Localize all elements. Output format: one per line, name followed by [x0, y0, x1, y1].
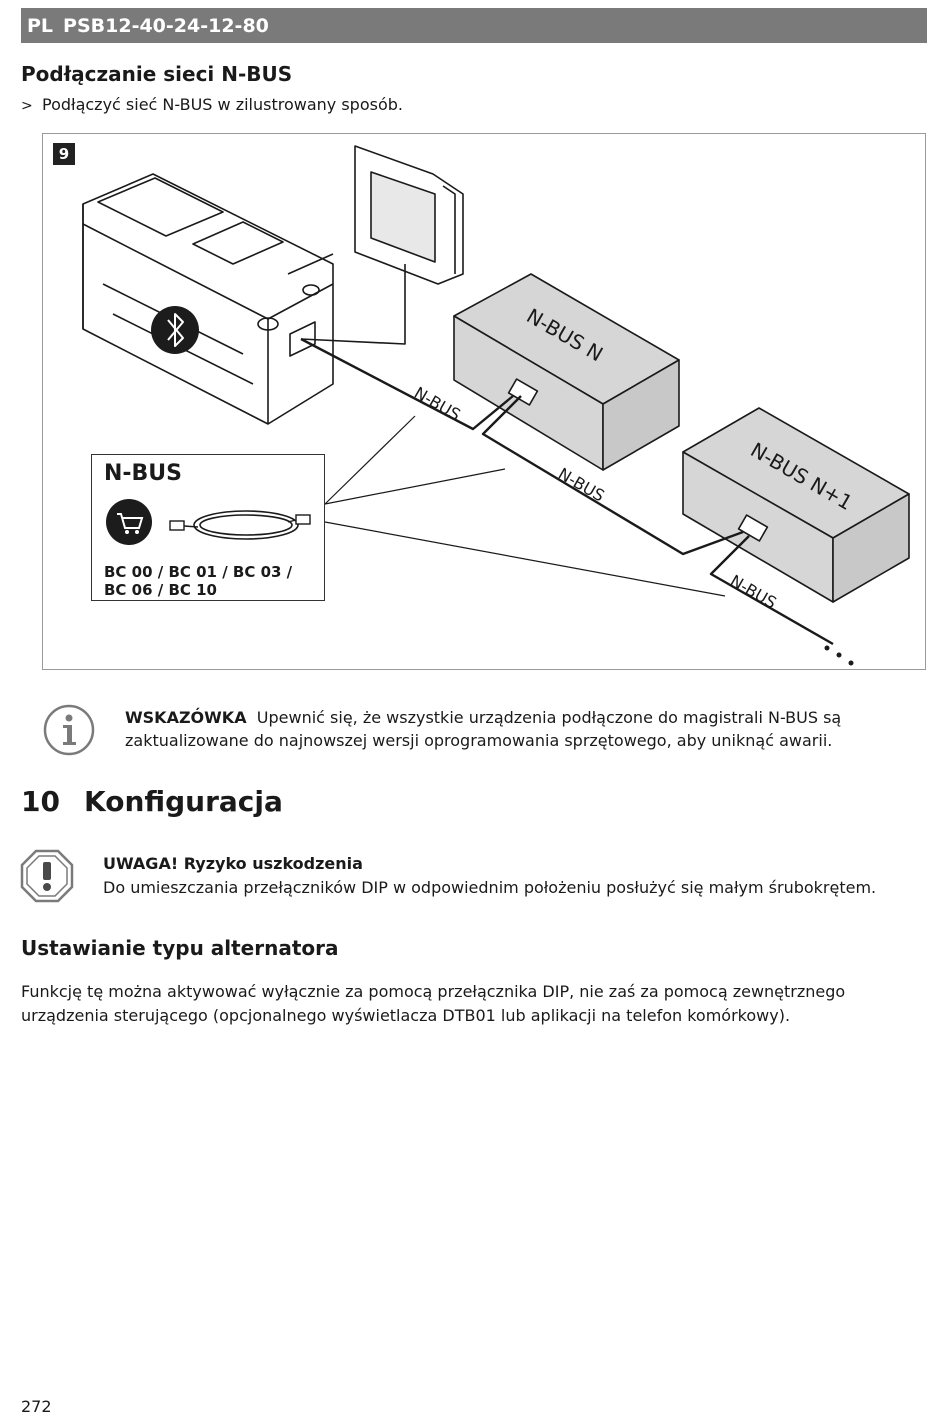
cable-illustration: [169, 510, 311, 540]
battery-illustration: [82, 173, 334, 425]
page-number: 272: [21, 1397, 52, 1416]
info-icon: [43, 704, 95, 756]
cable-3: [709, 535, 834, 646]
callout-title: N-BUS: [104, 461, 183, 486]
instruction-step: > Podłączyć sieć N-BUS w zilustrowany sp…: [21, 95, 403, 117]
chapter-heading: 10 Konfiguracja: [21, 785, 283, 818]
cable-1: [300, 337, 514, 431]
nbus-cable-callout: N-BUS BC 00 / BC 01 / BC 03 / BC 06 / BC…: [91, 454, 325, 601]
figure-nbus-connection: 9: [42, 133, 926, 670]
codes-line-2: BC 06 / BC 10: [104, 581, 217, 599]
note-text: WSKAZÓWKA Upewnić się, że wszystkie urzą…: [125, 706, 915, 752]
alternator-paragraph: Funkcję tę można aktywować wyłącznie za …: [21, 982, 846, 1025]
nbus-box-n1: [682, 407, 910, 603]
note-body: Upewnić się, że wszystkie urządzenia pod…: [125, 708, 842, 750]
nbus-box-n: [453, 273, 680, 471]
figure-number: 9: [53, 143, 75, 165]
cable-label-3: N-BUS: [727, 571, 780, 612]
warning-title: UWAGA! Ryzyko uszkodzenia: [103, 854, 363, 873]
compatible-codes: BC 00 / BC 01 / BC 03 / BC 06 / BC 10: [104, 563, 292, 599]
hint-note: WSKAZÓWKA Upewnić się, że wszystkie urzą…: [42, 703, 922, 759]
shopping-cart-icon: [106, 499, 152, 545]
chapter-title: Konfiguracja: [84, 785, 283, 818]
instruction-text: Podłączyć sieć N-BUS w zilustrowany spos…: [42, 95, 403, 114]
warning-icon: [20, 849, 74, 903]
warning-text: Do umieszczania przełączników DIP w odpo…: [103, 878, 877, 897]
model-number: PSB12-40-24-12-80: [63, 14, 269, 37]
cable-label-1: N-BUS: [411, 383, 464, 424]
language-code: PL: [27, 14, 54, 37]
cable-2: [481, 395, 744, 556]
section-title-nbus: Podłączanie sieci N-BUS: [21, 62, 293, 86]
display-cable: [300, 264, 406, 345]
chapter-number: 10: [21, 785, 60, 818]
nbus-diagram: N-BUS N N-BUS N+1 N-BUS N-BUS N-BUS: [82, 145, 910, 666]
bullet-chevron: >: [21, 98, 33, 114]
header-bar: PL PSB12-40-24-12-80: [21, 8, 927, 43]
display-device: [354, 145, 464, 285]
note-label: WSKAZÓWKA: [125, 708, 247, 727]
codes-line-1: BC 00 / BC 01 / BC 03 /: [104, 563, 293, 581]
section-title-alternator: Ustawianie typu alternatora: [21, 936, 339, 960]
cable-label-2: N-BUS: [555, 464, 608, 505]
warning-note: UWAGA! Ryzyko uszkodzenia Do umieszczani…: [20, 849, 900, 905]
